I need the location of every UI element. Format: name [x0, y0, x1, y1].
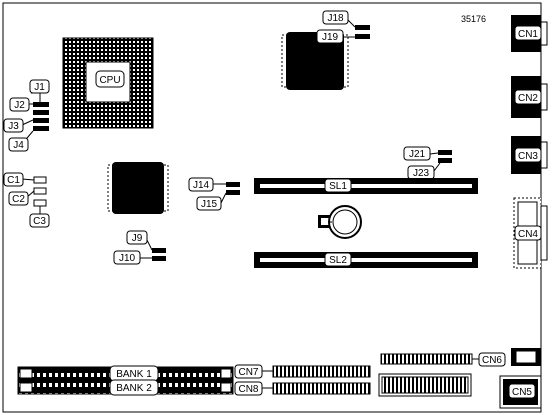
chipset-middle	[107, 162, 169, 214]
j3-callout: J3	[3, 118, 24, 133]
bank1-label: BANK 1	[116, 369, 152, 380]
connector-cn5: CN5	[499, 375, 542, 409]
connector-cn3: CN3	[511, 136, 548, 174]
svg-text:SL2: SL2	[329, 255, 347, 266]
figure-number: 35176	[461, 14, 486, 24]
connector-cn8: CN8	[234, 381, 371, 396]
svg-text:J1: J1	[34, 82, 45, 93]
svg-text:J3: J3	[8, 121, 19, 132]
slot-sl2: SL2	[254, 252, 478, 268]
j15-callout: J15	[196, 196, 222, 211]
j18-callout: J18	[322, 10, 349, 25]
connector-small-right	[511, 348, 541, 366]
connector-block-bottom	[378, 373, 472, 397]
chipset-top	[281, 32, 349, 90]
svg-text:J2: J2	[14, 100, 25, 111]
svg-text:CN8: CN8	[238, 384, 258, 395]
svg-text:C1: C1	[7, 175, 20, 186]
bank2-label: BANK 2	[116, 383, 152, 394]
connector-cn1: CN1	[511, 15, 548, 52]
connector-cn4: CN4	[513, 197, 548, 269]
svg-text:J14: J14	[193, 180, 210, 191]
cpu-label: CPU	[99, 75, 120, 86]
svg-text:J23: J23	[413, 168, 430, 179]
svg-text:CN1: CN1	[518, 29, 538, 40]
jumper-j14-j15	[213, 182, 240, 204]
cpu-socket: CPU	[62, 37, 154, 129]
j1-callout: J1	[29, 79, 50, 94]
c3-callout: C3	[29, 213, 50, 228]
simm-bank-1: BANK 1	[17, 365, 234, 382]
connector-cn6: CN6	[380, 352, 506, 367]
j4-callout: J4	[8, 137, 29, 152]
jumper-j21-j23	[429, 150, 452, 172]
svg-text:C2: C2	[12, 194, 25, 205]
capacitors-c1-c3	[21, 176, 47, 214]
svg-text:J19: J19	[322, 32, 339, 43]
j23-callout: J23	[407, 165, 435, 180]
svg-text:CN7: CN7	[238, 367, 258, 378]
svg-text:J10: J10	[119, 253, 136, 264]
jumper-j18-j19	[343, 19, 370, 39]
connector-cn2: CN2	[511, 76, 548, 118]
j2-callout: J2	[9, 97, 30, 112]
svg-text:CN4: CN4	[518, 229, 538, 240]
svg-text:C3: C3	[33, 216, 46, 227]
svg-text:J15: J15	[201, 199, 218, 210]
simm-bank-2: BANK 2	[17, 379, 234, 396]
j10-callout: J10	[113, 250, 141, 265]
c2-callout: C2	[8, 191, 29, 206]
slot-sl1: SL1	[254, 178, 478, 194]
c1-callout: C1	[3, 172, 24, 187]
svg-text:CN3: CN3	[518, 151, 538, 162]
svg-text:J4: J4	[13, 140, 24, 151]
svg-text:J21: J21	[409, 149, 426, 160]
connector-cn7: CN7	[234, 364, 371, 379]
svg-text:CN2: CN2	[518, 93, 538, 104]
svg-text:SL1: SL1	[329, 181, 347, 192]
jumper-j9-j10	[140, 239, 166, 261]
j19-callout: J19	[316, 29, 344, 44]
j9-callout: J9	[126, 230, 148, 245]
svg-text:J18: J18	[327, 13, 344, 24]
svg-text:CN5: CN5	[512, 387, 532, 398]
battery	[318, 205, 362, 239]
j14-callout: J14	[188, 177, 214, 192]
j21-callout: J21	[403, 146, 431, 161]
svg-text:CN6: CN6	[482, 355, 502, 366]
svg-text:J9: J9	[132, 233, 143, 244]
